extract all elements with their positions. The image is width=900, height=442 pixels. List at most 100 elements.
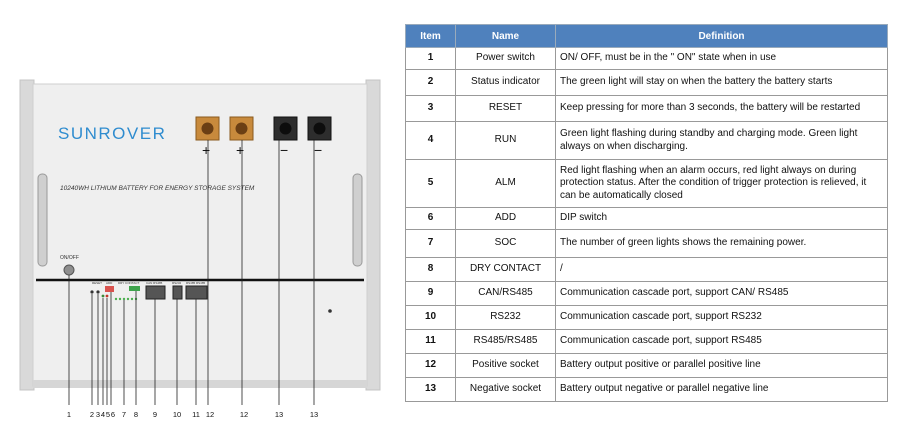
- reset-button: [96, 290, 100, 294]
- callout-1: 1: [67, 410, 71, 419]
- callout-13b: 13: [310, 410, 318, 419]
- row-name: Status indicator: [455, 69, 556, 96]
- row-name: Power switch: [455, 47, 556, 70]
- row-item: 13: [405, 377, 456, 402]
- callout-9: 9: [153, 410, 157, 419]
- soc-led: [114, 297, 118, 301]
- row-name: RESET: [455, 95, 556, 122]
- positive-symbol-1: +: [202, 142, 210, 158]
- table-row: 12 Positive socket Battery output positi…: [405, 353, 888, 378]
- soc-leds: [114, 297, 138, 301]
- row-name: RS232: [455, 305, 556, 330]
- panel-screw: [328, 309, 332, 313]
- right-handle: [352, 173, 363, 267]
- row-item: 9: [405, 281, 456, 306]
- header-definition: Definition: [555, 24, 888, 48]
- battery-diagram: SUNROVER 10240WH LITHIUM BATTERY FOR ENE…: [19, 79, 381, 419]
- leader-lines: [68, 140, 315, 405]
- power-switch-label: ON/OFF: [60, 255, 79, 261]
- rs232-label: RS232: [172, 281, 182, 285]
- row-definition: Communication cascade port, support RS23…: [555, 305, 888, 330]
- right-rack-ear: [365, 79, 381, 391]
- row-item: 8: [405, 257, 456, 282]
- reset-label: RESET: [92, 281, 102, 285]
- callout-6: 6: [111, 410, 115, 419]
- header-item: Item: [405, 24, 456, 48]
- callout-12b: 12: [240, 410, 248, 419]
- rs485-label: RS485 RS485: [186, 281, 206, 285]
- power-switch: [63, 264, 75, 276]
- positive-socket-1-pin: [201, 122, 214, 135]
- row-definition: DIP switch: [555, 207, 888, 230]
- table-row: 13 Negative socket Battery output negati…: [405, 377, 888, 402]
- row-definition: /: [555, 257, 888, 282]
- soc-led: [122, 297, 126, 301]
- positive-symbol-2: +: [236, 142, 244, 158]
- soc-led: [126, 297, 130, 301]
- table-row: 11 RS485/RS485 Communication cascade por…: [405, 329, 888, 354]
- callout-4: 4: [101, 410, 105, 419]
- component-definition-table: Item Name Definition 1 Power switch ON/ …: [405, 24, 888, 402]
- callout-7: 7: [122, 410, 126, 419]
- can-rs485-port: [145, 285, 166, 300]
- row-item: 5: [405, 159, 456, 208]
- negative-symbol-1: −: [280, 142, 288, 158]
- row-item: 4: [405, 121, 456, 160]
- positive-socket-2-pin: [235, 122, 248, 135]
- dry-contact-label: DRY CONTACT: [118, 281, 140, 285]
- rs485-port: [185, 285, 208, 300]
- row-definition: ON/ OFF, must be in the " ON" state when…: [555, 47, 888, 70]
- negative-symbol-2: −: [314, 142, 322, 158]
- table-row: 1 Power switch ON/ OFF, must be in the "…: [405, 47, 888, 70]
- alm-led: [105, 294, 109, 298]
- run-led: [101, 294, 105, 298]
- row-name: ADD: [455, 207, 556, 230]
- add-dip-switch: [105, 286, 114, 292]
- row-item: 11: [405, 329, 456, 354]
- row-definition: Green light flashing during standby and …: [555, 121, 888, 160]
- row-name: ALM: [455, 159, 556, 208]
- row-name: RS485/RS485: [455, 329, 556, 354]
- callout-8: 8: [134, 410, 138, 419]
- model-text: 10240WH LITHIUM BATTERY FOR ENERGY STORA…: [60, 185, 255, 192]
- row-definition: The green light will stay on when the ba…: [555, 69, 888, 96]
- table-row: 9 CAN/RS485 Communication cascade port, …: [405, 281, 888, 306]
- row-definition: Red light flashing when an alarm occurs,…: [555, 159, 888, 208]
- brand-logo: SUNROVER: [58, 124, 166, 143]
- table-row: 4 RUN Green light flashing during standb…: [405, 121, 888, 160]
- row-definition: Keep pressing for more than 3 seconds, t…: [555, 95, 888, 122]
- callout-12a: 12: [206, 410, 214, 419]
- callout-2: 2: [90, 410, 94, 419]
- callout-11: 11: [192, 410, 200, 419]
- table-row: 5 ALM Red light flashing when an alarm o…: [405, 159, 888, 208]
- row-name: CAN/RS485: [455, 281, 556, 306]
- table-row: 7 SOC The number of green lights shows t…: [405, 229, 888, 258]
- row-item: 3: [405, 95, 456, 122]
- can-rs485-label: CAN RS485: [146, 281, 163, 285]
- table-row: 2 Status indicator The green light will …: [405, 69, 888, 96]
- row-definition: Battery output negative or parallel nega…: [555, 377, 888, 402]
- callout-10: 10: [173, 410, 181, 419]
- table-row: 8 DRY CONTACT /: [405, 257, 888, 282]
- row-item: 12: [405, 353, 456, 378]
- battery-base: [33, 380, 367, 388]
- row-name: SOC: [455, 229, 556, 258]
- row-item: 10: [405, 305, 456, 330]
- left-rack-ear: [19, 79, 35, 391]
- row-name: DRY CONTACT: [455, 257, 556, 282]
- add-label: ADD: [106, 281, 113, 285]
- row-definition: Battery output positive or parallel posi…: [555, 353, 888, 378]
- header-name: Name: [455, 24, 556, 48]
- table-row: 6 ADD DIP switch: [405, 207, 888, 230]
- table-row: 3 RESET Keep pressing for more than 3 se…: [405, 95, 888, 122]
- row-name: Negative socket: [455, 377, 556, 402]
- dry-contact-connector: [129, 286, 140, 291]
- callout-numbers: 1 2 3 4 5 6 7 8 9 10 11 12 12 13 13: [67, 410, 318, 419]
- soc-led: [130, 297, 134, 301]
- row-item: 1: [405, 47, 456, 70]
- negative-socket-1-pin: [279, 122, 292, 135]
- row-name: RUN: [455, 121, 556, 160]
- soc-led: [118, 297, 122, 301]
- negative-socket-2-pin: [313, 122, 326, 135]
- row-definition: Communication cascade port, support RS48…: [555, 329, 888, 354]
